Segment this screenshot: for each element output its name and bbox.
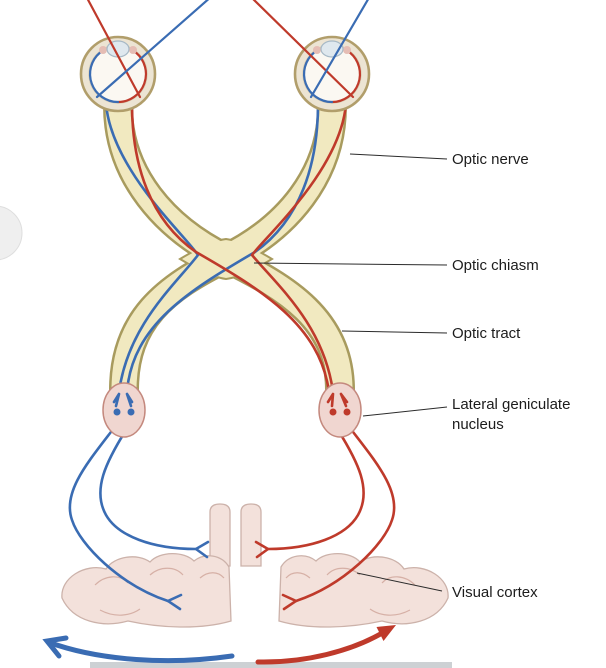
right-lgn	[318, 382, 362, 438]
right-eye-ciliary-right	[343, 46, 351, 54]
medial-band-right	[240, 503, 262, 567]
left-eye-retina-blue	[88, 51, 120, 104]
visual-cortex	[61, 503, 449, 628]
leader-optic-tract	[341, 330, 448, 334]
blue-radiation-outer-fork	[165, 593, 183, 611]
leader-lateral-geniculate	[362, 406, 448, 417]
right-eye-retina-red	[330, 51, 362, 104]
red-radiation-outer	[294, 426, 396, 603]
light-rays	[86, 0, 369, 99]
label-optic-tract: Optic tract	[452, 325, 521, 342]
left-edge-partial-circle	[0, 205, 23, 261]
right-lgn-terminals	[326, 392, 349, 408]
left-eye-ciliary-right	[129, 46, 137, 54]
medial-band-left	[209, 503, 231, 567]
red-fiber-uncrossed	[250, 102, 348, 394]
nerve-fibers	[104, 102, 348, 394]
red-fiber-crossed	[130, 102, 331, 394]
bottom-gray-strip	[90, 662, 452, 668]
left-eye-blue-ray	[95, 0, 210, 99]
left-lgn-dot-2	[127, 408, 135, 416]
direction-arrows	[42, 625, 396, 665]
blue-arrowhead-icon	[42, 635, 69, 659]
tube-right-nerve-to-left-tract-fill	[111, 93, 345, 403]
right-eye-blue-ray	[309, 0, 369, 99]
red-arrowhead-icon	[376, 625, 396, 641]
right-lobe-gyri	[285, 567, 416, 616]
leader-optic-nerve	[349, 153, 448, 160]
optic-nerve-tract-tubes	[103, 91, 355, 405]
visual-cortex-left-lobe	[61, 552, 232, 628]
label-optic-nerve: Optic nerve	[452, 151, 529, 168]
right-eye-ciliary-left	[313, 46, 321, 54]
left-eye-ciliary-left	[99, 46, 107, 54]
blue-radiation-inner	[99, 428, 198, 551]
blue-direction-arrow	[45, 639, 235, 664]
red-radiation-inner-fork	[254, 540, 271, 559]
left-lgn	[102, 382, 146, 438]
blue-radiation-outer	[68, 426, 170, 603]
lateral-geniculate-nuclei	[102, 382, 362, 438]
optic-radiations	[68, 426, 396, 611]
right-lgn-dot-2	[343, 408, 351, 416]
leader-optic-chiasm	[253, 262, 448, 266]
left-lgn-terminals	[112, 392, 134, 408]
right-eye	[293, 35, 371, 113]
left-lgn-dot-1	[113, 408, 121, 416]
red-direction-arrow	[255, 629, 387, 665]
visual-cortex-right-lobe	[278, 552, 449, 628]
label-leaders	[253, 153, 448, 592]
label-visual-cortex: Visual cortex	[452, 584, 538, 601]
red-radiation-outer-fork	[281, 593, 299, 611]
left-lobe-gyri	[94, 567, 225, 616]
red-radiation-inner	[266, 428, 365, 551]
leader-visual-cortex	[356, 572, 443, 592]
blue-radiation-inner-fork	[193, 540, 210, 559]
left-eye-red-ray	[86, 0, 142, 99]
right-eye-red-ray	[252, 0, 355, 99]
right-lgn-dot-1	[329, 408, 337, 416]
labels: Optic nerve Optic chiasm Optic tract Lat…	[452, 151, 570, 601]
label-lateral-geniculate-line1: Lateral geniculate	[452, 396, 570, 413]
blue-fiber-uncrossed	[104, 102, 200, 394]
left-eye	[79, 35, 157, 113]
label-optic-chiasm: Optic chiasm	[452, 257, 539, 274]
label-lateral-geniculate-line2: nucleus	[452, 416, 504, 433]
right-eye-retina-blue	[302, 51, 334, 104]
